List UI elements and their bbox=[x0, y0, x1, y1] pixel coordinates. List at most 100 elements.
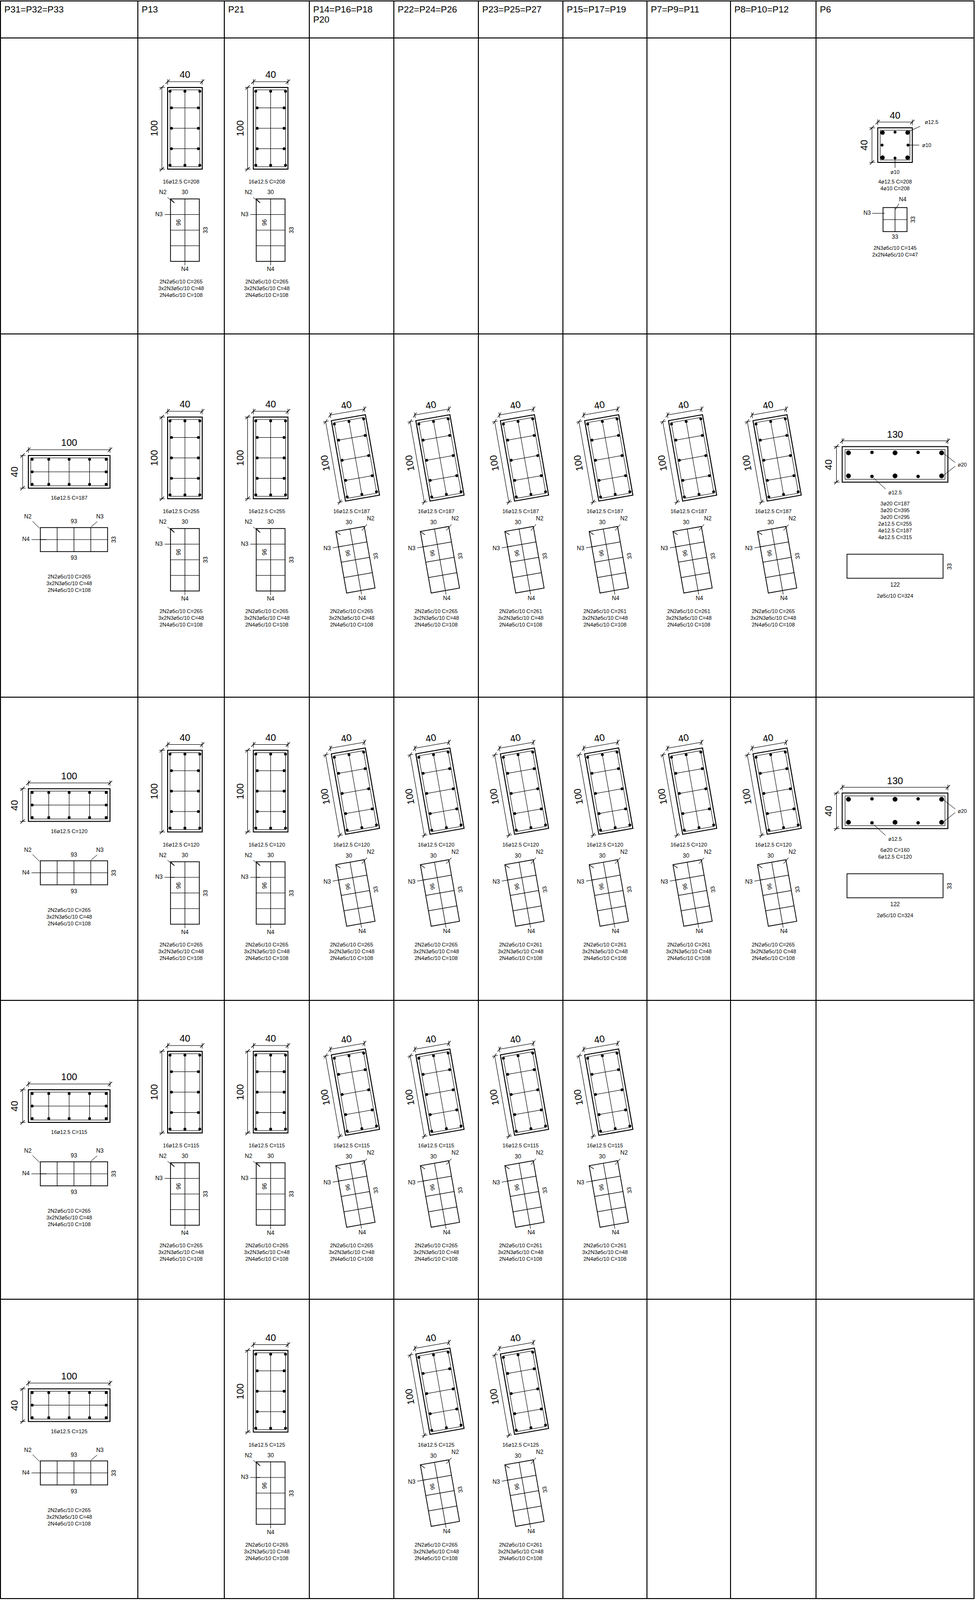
crosstie bbox=[170, 128, 200, 129]
stirrup-dimension: 96 bbox=[429, 1182, 438, 1192]
crosstie bbox=[337, 767, 367, 774]
rebar-dot bbox=[67, 1091, 71, 1095]
stirrup-dimension: 30 bbox=[429, 519, 438, 526]
leader-line bbox=[614, 524, 622, 531]
rebar-dot bbox=[893, 130, 897, 134]
stirrup-spec: 2N2ø5c/10 C=265 bbox=[158, 608, 204, 614]
stirrup-outline bbox=[256, 528, 286, 591]
stirrup-outline bbox=[420, 1459, 460, 1526]
rebar-dot bbox=[788, 786, 793, 791]
stirrup-outline bbox=[587, 417, 631, 499]
crosstie bbox=[677, 455, 707, 461]
crosstie bbox=[513, 1109, 543, 1115]
stirrup-dimension: 96 bbox=[344, 548, 353, 558]
stirrup-diagram bbox=[164, 526, 200, 595]
stirrup-outline bbox=[170, 1053, 200, 1131]
dimension-text: 100 bbox=[402, 1087, 417, 1107]
rebar-dot bbox=[758, 438, 763, 442]
stirrup-spec: 3x2N3ø5c/10 C=48 bbox=[45, 580, 93, 586]
stirrup-dimension: 96 bbox=[766, 881, 775, 890]
rebar-dot bbox=[758, 771, 763, 775]
rebar-dot bbox=[536, 1087, 540, 1092]
rebar-dot bbox=[870, 474, 874, 478]
rebar-dot bbox=[254, 1053, 258, 1057]
rebar-dot bbox=[600, 419, 605, 424]
crosstie bbox=[678, 889, 707, 895]
stirrup-mark: N2 bbox=[23, 846, 32, 854]
rebar-dot bbox=[282, 1409, 286, 1413]
rebar-dot bbox=[892, 473, 898, 479]
rebar-dot bbox=[198, 419, 202, 423]
crosstie bbox=[597, 808, 627, 814]
rebar-dot bbox=[539, 806, 543, 811]
rebar-dot bbox=[532, 433, 537, 438]
crosstie bbox=[256, 1476, 286, 1477]
stirrup-dimension: 96 bbox=[682, 881, 690, 890]
dimension-text: 40 bbox=[676, 731, 691, 744]
stirrup-outline bbox=[256, 1461, 286, 1524]
dimension-text: 40 bbox=[179, 398, 191, 410]
leader-line bbox=[253, 860, 260, 866]
stirrup-spec: 3x2N3ø5c/10 C=48 bbox=[497, 1248, 544, 1255]
crosstie bbox=[170, 770, 200, 771]
extension-line bbox=[364, 739, 366, 745]
dimension-text: 40 bbox=[592, 731, 607, 744]
rebar-dot bbox=[785, 433, 789, 438]
rebar-dot bbox=[255, 106, 259, 110]
crosstie bbox=[256, 1177, 286, 1179]
rebar-dot bbox=[700, 433, 705, 438]
extension-line bbox=[287, 742, 289, 748]
extension-line bbox=[28, 1081, 29, 1087]
extension-line bbox=[337, 501, 343, 503]
rebar-dot bbox=[254, 1352, 258, 1356]
stirrup-dimension: 33 bbox=[110, 868, 118, 877]
column-section bbox=[159, 1042, 205, 1135]
crosstie bbox=[510, 889, 539, 895]
stirrup-mark: N3 bbox=[407, 545, 416, 552]
column-section bbox=[406, 406, 467, 505]
column-section bbox=[321, 739, 382, 838]
rebar-dot bbox=[170, 1110, 173, 1114]
stirrup-mark: N3 bbox=[492, 545, 501, 552]
rebar-dot bbox=[448, 766, 452, 770]
extension-line bbox=[329, 412, 331, 418]
extension-line bbox=[667, 745, 669, 751]
stirrup-mark: N2 bbox=[158, 852, 167, 859]
crosstie bbox=[170, 214, 200, 215]
dimension-line bbox=[247, 87, 248, 170]
dimension-line bbox=[247, 1350, 248, 1432]
stirrup-outline bbox=[40, 1161, 108, 1186]
crosstie bbox=[40, 538, 108, 540]
stirrup-mark: N3 bbox=[323, 545, 332, 552]
rebar-dot bbox=[531, 1350, 535, 1354]
stirrup-spec: 2N2ø5c/10 C=265 bbox=[158, 1242, 204, 1248]
extension-line bbox=[245, 498, 251, 500]
rebar-dot bbox=[282, 147, 286, 151]
leader-line bbox=[501, 1478, 512, 1481]
stirrup-spec: 3x2N3ø5c/10 C=48 bbox=[243, 947, 291, 954]
stirrup-spec: 2N4ø5c/10 C=108 bbox=[47, 1220, 92, 1227]
leader-line bbox=[250, 543, 261, 545]
stirrup-mark: N2 bbox=[703, 848, 712, 855]
rebar-dot bbox=[47, 791, 51, 794]
section-outline bbox=[331, 414, 380, 501]
leader-line bbox=[895, 203, 900, 210]
crosstie bbox=[507, 1175, 537, 1181]
rebar-dot bbox=[88, 816, 92, 819]
leader-line bbox=[445, 1158, 453, 1165]
stirrup-spec: 2N4ø5c/10 C=108 bbox=[751, 621, 796, 628]
dimension-text: 40 bbox=[761, 398, 775, 412]
crosstie bbox=[765, 572, 794, 578]
stirrup-spec: 2N2ø5c/10 C=261 bbox=[666, 940, 711, 947]
stirrup-mark: N3 bbox=[576, 545, 585, 552]
section-outline bbox=[842, 446, 949, 483]
bar-callout: ø10 bbox=[889, 169, 901, 175]
rebar-dot bbox=[788, 453, 793, 458]
extension-line bbox=[159, 87, 165, 88]
stirrup-spec: 2N4ø5c/10 C=108 bbox=[583, 621, 628, 628]
crosstie bbox=[594, 1089, 624, 1095]
rebar-dot bbox=[846, 819, 852, 825]
crosstie bbox=[675, 874, 705, 880]
rebar-spec: 4ø12.5 C=315 bbox=[877, 533, 913, 540]
leader-line bbox=[91, 521, 98, 527]
